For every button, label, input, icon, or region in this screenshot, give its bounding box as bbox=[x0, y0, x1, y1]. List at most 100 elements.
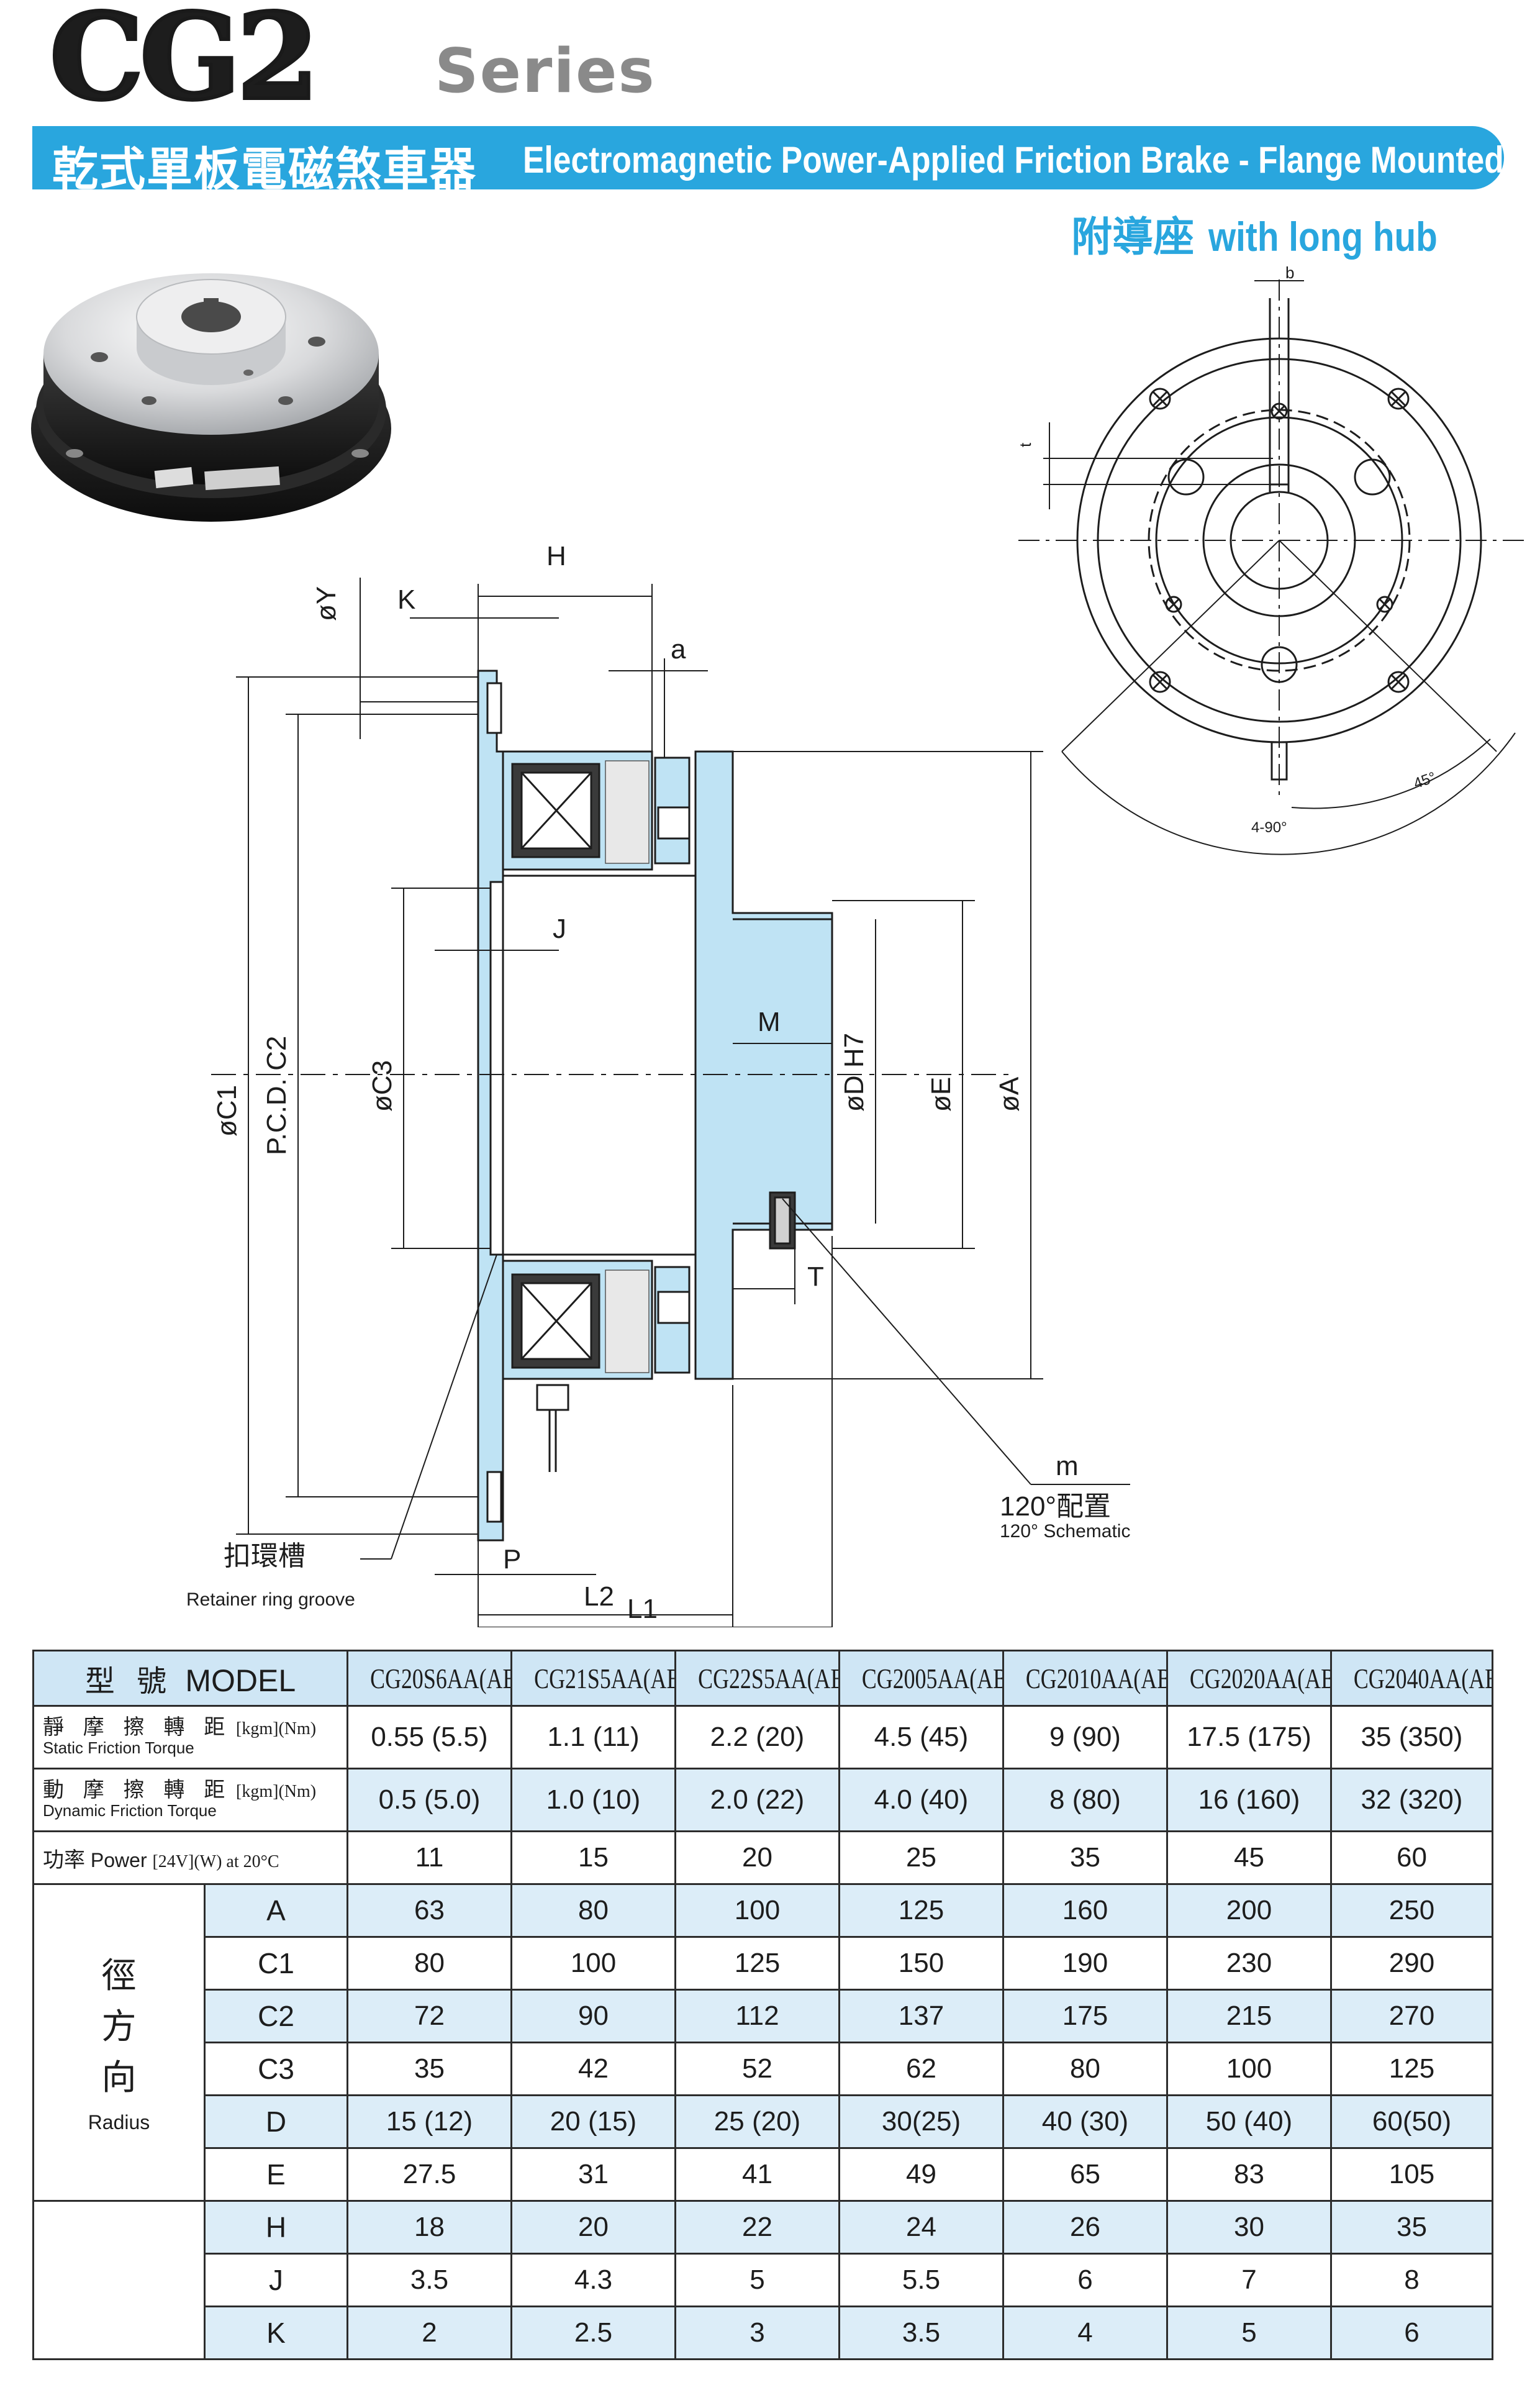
label-a: a bbox=[671, 634, 686, 665]
subtitle: 附導座 with long hub bbox=[1071, 204, 1475, 263]
table-cell: 290 bbox=[1330, 1936, 1493, 1991]
table-cell: 2.0 (22) bbox=[674, 1768, 840, 1832]
table-cell: 6 bbox=[1330, 2306, 1493, 2360]
label-l2: L2 bbox=[584, 1581, 614, 1612]
table-cell: 9 (90) bbox=[1002, 1705, 1168, 1769]
table-cell: 45 bbox=[1166, 1830, 1332, 1885]
label-p: P bbox=[503, 1544, 521, 1574]
table-cell: 5 bbox=[1166, 2306, 1332, 2360]
table-cell: 2 bbox=[346, 2306, 512, 2360]
label-t: t bbox=[1016, 442, 1035, 447]
label-angle-45: 45° bbox=[1411, 769, 1438, 793]
row-dim-k: K 2 2.5 3 3.5 4 5 6 bbox=[34, 2306, 1493, 2360]
table-cell: 20 bbox=[674, 1830, 840, 1885]
model-header-en: MODEL bbox=[185, 1663, 296, 1698]
table-cell: 230 bbox=[1166, 1936, 1332, 1991]
dim-label: C1 bbox=[204, 1936, 348, 1991]
table-cell: 5 bbox=[674, 2253, 840, 2307]
label-y: øY bbox=[311, 586, 342, 621]
label-m-dim: M bbox=[758, 1007, 781, 1037]
table-cell: 26 bbox=[1002, 2200, 1168, 2255]
table-cell: 35 (350) bbox=[1330, 1705, 1493, 1769]
model-header: 型 號 MODEL bbox=[32, 1650, 348, 1707]
subtitle-zh: 附導座 bbox=[1071, 213, 1195, 261]
table-cell: 18 bbox=[346, 2200, 512, 2255]
model-col-1: CG20S6AA(AB) bbox=[346, 1650, 512, 1707]
table-cell: 35 bbox=[1002, 1830, 1168, 1885]
table-cell: 25 bbox=[838, 1830, 1004, 1885]
row-dim-e: E 27.5 31 41 49 65 83 105 bbox=[34, 2147, 1493, 2202]
banner-title-en: Electromagnetic Power-Applied Friction B… bbox=[523, 139, 1504, 181]
table-cell: 62 bbox=[838, 2042, 1004, 2096]
row-static-torque: 靜 摩 擦 轉 距 [kgm](Nm) Static Friction Torq… bbox=[32, 1705, 1493, 1769]
model-col-6: CG2020AA(AB) bbox=[1166, 1650, 1332, 1707]
table-cell: 8 bbox=[1330, 2253, 1493, 2307]
table-cell: 250 bbox=[1330, 1883, 1493, 1938]
table-cell: 100 bbox=[1166, 2042, 1332, 2096]
table-cell: 4.5 (45) bbox=[838, 1705, 1004, 1769]
model-col-7: CG2040AA(AB) bbox=[1330, 1650, 1493, 1707]
table-cell: 2.2 (20) bbox=[674, 1705, 840, 1769]
dim-label: A bbox=[204, 1883, 348, 1938]
table-cell: 90 bbox=[510, 1989, 676, 2043]
label-t-dim: T bbox=[807, 1261, 824, 1292]
table-cell: 20 (15) bbox=[510, 2094, 676, 2149]
row-dim-d: D 15 (12) 20 (15) 25 (20) 30(25) 40 (30)… bbox=[34, 2094, 1493, 2149]
table-cell: 16 (160) bbox=[1166, 1768, 1332, 1832]
label-a-dim: øA bbox=[994, 1076, 1025, 1112]
table-cell: 0.5 (5.0) bbox=[346, 1768, 512, 1832]
table-cell: 15 (12) bbox=[346, 2094, 512, 2149]
product-photo bbox=[25, 224, 404, 559]
table-cell: 65 bbox=[1002, 2147, 1168, 2202]
table-cell: 200 bbox=[1166, 1883, 1332, 1938]
title-banner: 乾式單板電磁煞車器 Electromagnetic Power-Applied … bbox=[32, 126, 1504, 196]
subtitle-en: with long hub bbox=[1208, 214, 1438, 260]
table-cell: 3.5 bbox=[346, 2253, 512, 2307]
table-cell: 160 bbox=[1002, 1883, 1168, 1938]
table-cell: 27.5 bbox=[346, 2147, 512, 2202]
table-cell: 35 bbox=[346, 2042, 512, 2096]
table-cell: 6 bbox=[1002, 2253, 1168, 2307]
table-cell: 8 (80) bbox=[1002, 1768, 1168, 1832]
front-view-drawing: b t 45° 4-90° bbox=[1006, 261, 1528, 857]
dim-label: C3 bbox=[204, 2042, 348, 2096]
section-view-drawing: H K øY a J M øC1 P.C.D. C2 øC3 øD H7 øE … bbox=[174, 516, 1292, 1628]
label-k: K bbox=[397, 584, 415, 615]
row-dim-c3: C3 35 42 52 62 80 100 125 bbox=[34, 2042, 1493, 2096]
table-cell: 52 bbox=[674, 2042, 840, 2096]
table-cell: 30(25) bbox=[838, 2094, 1004, 2149]
table-cell: 1.0 (10) bbox=[510, 1768, 676, 1832]
table-cell: 270 bbox=[1330, 1989, 1493, 2043]
table-cell: 15 bbox=[510, 1830, 676, 1885]
table-cell: 41 bbox=[674, 2147, 840, 2202]
model-col-4: CG2005AA(AB) bbox=[838, 1650, 1004, 1707]
label-schematic-zh: 120°配置 bbox=[1000, 1491, 1111, 1522]
row-dim-j: J 3.5 4.3 5 5.5 6 7 8 bbox=[34, 2253, 1493, 2307]
table-cell: 42 bbox=[510, 2042, 676, 2096]
radius-group-label: 徑 方 向 Radius bbox=[32, 1883, 206, 2202]
table-cell: 125 bbox=[674, 1936, 840, 1991]
dim-label: J bbox=[204, 2253, 348, 2307]
label-b: b bbox=[1285, 263, 1294, 282]
table-cell: 0.55 (5.5) bbox=[346, 1705, 512, 1769]
table-cell: 63 bbox=[346, 1883, 512, 1938]
label-schematic-en: 120° Schematic bbox=[1000, 1521, 1130, 1542]
table-cell: 25 (20) bbox=[674, 2094, 840, 2149]
table-cell: 112 bbox=[674, 1989, 840, 2043]
dim-label: C2 bbox=[204, 1989, 348, 2043]
table-cell: 100 bbox=[674, 1883, 840, 1938]
table-cell: 17.5 (175) bbox=[1166, 1705, 1332, 1769]
label-m: m bbox=[1056, 1451, 1079, 1481]
table-cell: 80 bbox=[510, 1883, 676, 1938]
cg2-logo: CG2 bbox=[48, 0, 422, 128]
table-cell: 32 (320) bbox=[1330, 1768, 1493, 1832]
model-header-zh: 型 號 bbox=[84, 1664, 173, 1699]
table-cell: 125 bbox=[838, 1883, 1004, 1938]
axial-group-label bbox=[32, 2200, 206, 2360]
row-dynamic-torque: 動 摩 擦 轉 距 [kgm](Nm) Dynamic Friction Tor… bbox=[32, 1768, 1493, 1832]
table-cell: 83 bbox=[1166, 2147, 1332, 2202]
table-cell: 215 bbox=[1166, 1989, 1332, 2043]
table-cell: 80 bbox=[1002, 2042, 1168, 2096]
label-groove-zh: 扣環槽 bbox=[224, 1541, 306, 1571]
row-power: 功率 Power [24V](W) at 20°C 11 15 20 25 35… bbox=[32, 1830, 1493, 1885]
